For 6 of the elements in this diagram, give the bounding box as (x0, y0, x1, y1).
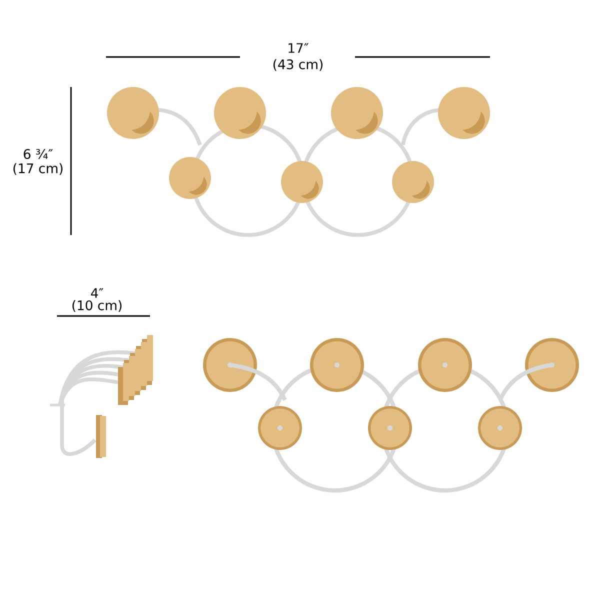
dimension-label: 6 ¾″ (24, 149, 53, 159)
dimension-label: 4″ (90, 288, 104, 298)
dimension-label: (17 cm) (13, 163, 62, 175)
dimension-label: 17″ (288, 43, 309, 53)
dimension-label: (43 cm) (273, 59, 322, 71)
dimension-label: (10 cm) (72, 300, 122, 312)
